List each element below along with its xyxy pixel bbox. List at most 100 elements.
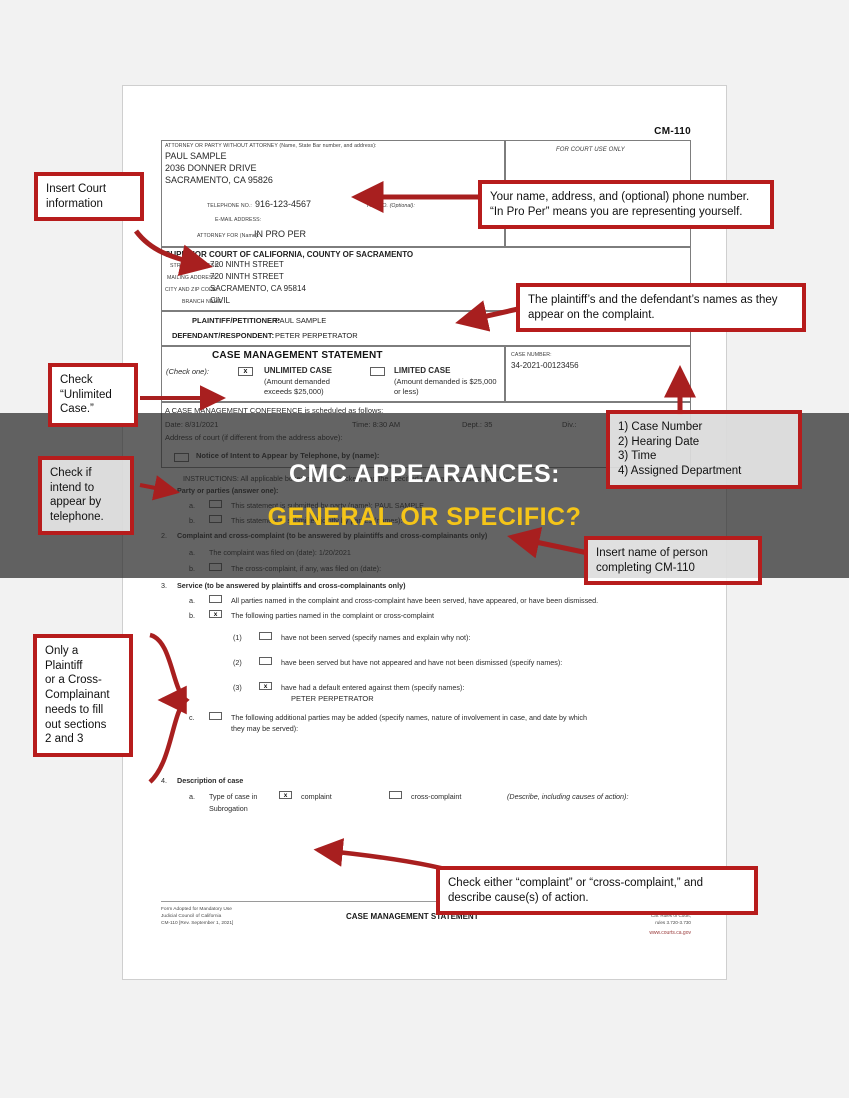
complaint-option-label: complaint xyxy=(301,792,332,801)
callout-case-details-line3: 3) Time xyxy=(618,450,657,463)
attorney-for-label: ATTORNEY FOR (Name): xyxy=(197,233,260,239)
section-3-b-checkbox[interactable]: x xyxy=(209,610,222,618)
telephone-label: TELEPHONE NO.: xyxy=(207,203,252,209)
callout-only-plaintiff-line3: or a Cross- xyxy=(45,674,102,687)
callout-check-telephone: Check if intend to appear by telephone. xyxy=(38,456,134,535)
limited-sub1: (Amount demanded is $25,000 xyxy=(394,377,497,386)
section-3-b-letter: b. xyxy=(189,611,195,620)
limited-sub2: or less) xyxy=(394,387,419,396)
callout-only-plaintiff-line5: needs to fill xyxy=(45,703,104,716)
mailing-address-value: 720 NINTH STREET xyxy=(210,272,284,281)
section-3-a-letter: a. xyxy=(189,596,195,605)
form-code: CM-110 xyxy=(654,126,691,137)
callout-plaintiff-defendant: The plaintiff’s and the defendant’s name… xyxy=(516,283,806,333)
section-3-b3-letter: (3) xyxy=(233,683,242,692)
section-3-b3-text: have had a default entered against them … xyxy=(281,683,465,692)
section-3-c-subtext: they may be served): xyxy=(231,724,299,733)
footer-right-line3: rules 3.720-3.730 xyxy=(655,919,691,925)
callout-check-unlimited: Check “Unlimited Case.” xyxy=(48,363,138,428)
branch-name-label: BRANCH NAME: xyxy=(182,299,223,305)
statement-title-box: CASE MANAGEMENT STATEMENT (Check one): x… xyxy=(161,346,505,402)
callout-check-complaint: Check either “complaint” or “cross-compl… xyxy=(436,866,758,916)
limited-case-checkbox[interactable] xyxy=(370,367,385,376)
callout-case-details-line4: 4) Assigned Department xyxy=(618,465,742,478)
telephone-value: 916-123-4567 xyxy=(255,199,312,209)
city-zip-label: CITY AND ZIP CODE: xyxy=(165,287,218,293)
section-4-a-subtext: Subrogation xyxy=(209,804,248,813)
section-3-a-text: All parties named in the complaint and c… xyxy=(231,596,599,605)
footer-left-line2: Judicial Council of California xyxy=(161,914,222,920)
section-3-b3-subtext: PETER PERPETRATOR xyxy=(291,694,374,703)
section-4-title: Description of case xyxy=(177,776,244,785)
footer-left-line1: Form Adopted for Mandatory Use xyxy=(161,907,232,912)
court-title: SUPERIOR COURT OF CALIFORNIA, COUNTY OF … xyxy=(165,250,414,259)
unlimited-sub2: exceeds $25,000) xyxy=(264,387,324,396)
case-number-label: CASE NUMBER: xyxy=(511,352,552,358)
branch-name-value: CIVIL xyxy=(210,296,231,305)
footer-left-line3: CM-110 [Rev. September 1, 2021] xyxy=(161,921,234,927)
section-3-b2-checkbox[interactable] xyxy=(259,657,272,665)
callout-insert-court: Insert Court information xyxy=(34,172,144,222)
check-one-label: (Check one): xyxy=(166,367,209,376)
limited-case-label: LIMITED CASE xyxy=(394,366,451,375)
section-3-a-checkbox[interactable] xyxy=(209,595,222,603)
complaint-checkbox[interactable]: x xyxy=(279,791,292,799)
defendant-value: PETER PERPETRATOR xyxy=(275,331,358,340)
case-number-value: 34-2021-00123456 xyxy=(511,361,579,370)
section-4-num: 4. xyxy=(161,776,167,785)
cross-complaint-checkbox[interactable] xyxy=(389,791,402,799)
section-3-b1-letter: (1) xyxy=(233,633,242,642)
case-number-box: CASE NUMBER: 34-2021-00123456 xyxy=(505,346,691,402)
section-3-b1-checkbox[interactable] xyxy=(259,632,272,640)
attorney-city-value: SACRAMENTO, CA 95826 xyxy=(165,175,273,185)
section-3-c-letter: c. xyxy=(189,713,195,722)
section-3-b1-text: have not been served (specify names and … xyxy=(281,633,471,642)
footer-divider xyxy=(161,901,691,902)
callout-only-plaintiff-line6: out sections xyxy=(45,718,107,731)
court-use-only-label: FOR COURT USE ONLY xyxy=(556,147,625,153)
unlimited-case-label: UNLIMITED CASE xyxy=(264,366,332,375)
footer-left: Form Adopted for Mandatory Use Judicial … xyxy=(161,906,233,928)
callout-case-details: 1) Case Number 2) Hearing Date 3) Time 4… xyxy=(606,410,802,489)
section-3-b2-letter: (2) xyxy=(233,658,242,667)
footer-website: www.courts.ca.gov xyxy=(649,930,691,936)
section-3-title: Service (to be answered by plaintiffs an… xyxy=(177,581,406,590)
callout-only-plaintiff-line7: 2 and 3 xyxy=(45,733,84,746)
fax-label: FAX NO. (Optional): xyxy=(367,203,415,209)
cross-complaint-option-label: cross-complaint xyxy=(411,792,462,801)
plaintiff-value: PAUL SAMPLE xyxy=(275,316,327,325)
statement-title: CASE MANAGEMENT STATEMENT xyxy=(212,350,383,361)
unlimited-case-checkbox[interactable]: x xyxy=(238,367,253,376)
callout-only-plaintiff-line4: Complainant xyxy=(45,689,110,702)
callout-your-name: Your name, address, and (optional) phone… xyxy=(478,180,774,230)
defendant-label: DEFENDANT/RESPONDENT: xyxy=(172,331,275,340)
section-3-b3-checkbox[interactable]: x xyxy=(259,682,272,690)
callout-insert-name: Insert name of person completing CM-110 xyxy=(584,536,762,586)
unlimited-sub1: (Amount demanded xyxy=(264,377,330,386)
conference-line: A CASE MANAGEMENT CONFERENCE is schedule… xyxy=(165,406,384,415)
attorney-box: ATTORNEY OR PARTY WITHOUT ATTORNEY (Name… xyxy=(161,140,505,247)
email-label: E-MAIL ADDRESS: xyxy=(215,217,262,223)
attorney-street-value: 2036 DONNER DRIVE xyxy=(165,163,257,173)
street-address-value: 720 NINTH STREET xyxy=(210,260,284,269)
section-3-b-text: The following parties named in the compl… xyxy=(231,611,434,620)
plaintiff-label: PLAINTIFF/PETITIONER: xyxy=(192,316,280,325)
callout-only-plaintiff-line2: Plaintiff xyxy=(45,659,83,672)
section-4-a-text: Type of case in xyxy=(209,792,258,801)
attorney-header-label: ATTORNEY OR PARTY WITHOUT ATTORNEY (Name… xyxy=(165,143,377,149)
section-3-b2-text: have been served but have not appeared a… xyxy=(281,658,563,667)
callout-only-plaintiff: Only a Plaintiff or a Cross- Complainant… xyxy=(33,634,133,758)
section-3-c-checkbox[interactable] xyxy=(209,712,222,720)
callout-case-details-line2: 2) Hearing Date xyxy=(618,435,700,448)
callout-case-details-line1: 1) Case Number xyxy=(618,421,703,433)
city-zip-value: SACRAMENTO, CA 95814 xyxy=(210,284,306,293)
callout-only-plaintiff-line1: Only a xyxy=(45,645,79,657)
mailing-address-label: MAILING ADDRESS: xyxy=(167,275,218,281)
attorney-for-value: IN PRO PER xyxy=(254,229,307,239)
section-3-c-text: The following additional parties may be … xyxy=(231,713,587,722)
section-3-num: 3. xyxy=(161,581,167,590)
attorney-name-value: PAUL SAMPLE xyxy=(165,151,227,161)
describe-hint: (Describe, including causes of action): xyxy=(507,792,629,801)
footer-form-title: CASE MANAGEMENT STATEMENT xyxy=(346,912,479,921)
